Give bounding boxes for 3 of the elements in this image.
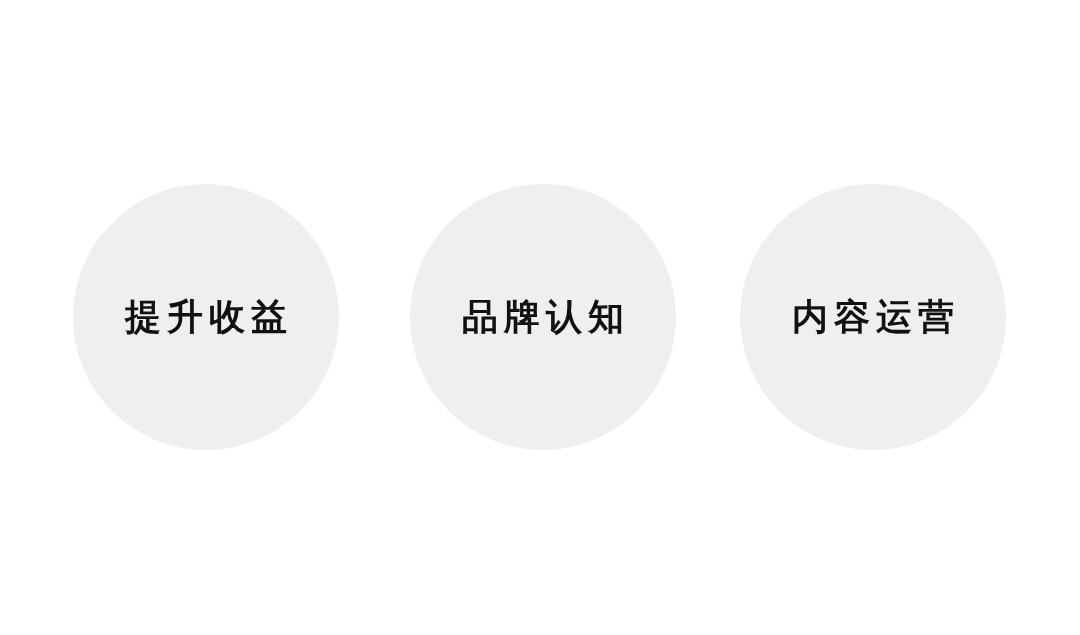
topic-label: 内容运营 [792,294,960,339]
topic-label: 品牌认知 [462,294,630,339]
topic-label: 提升收益 [125,294,293,339]
